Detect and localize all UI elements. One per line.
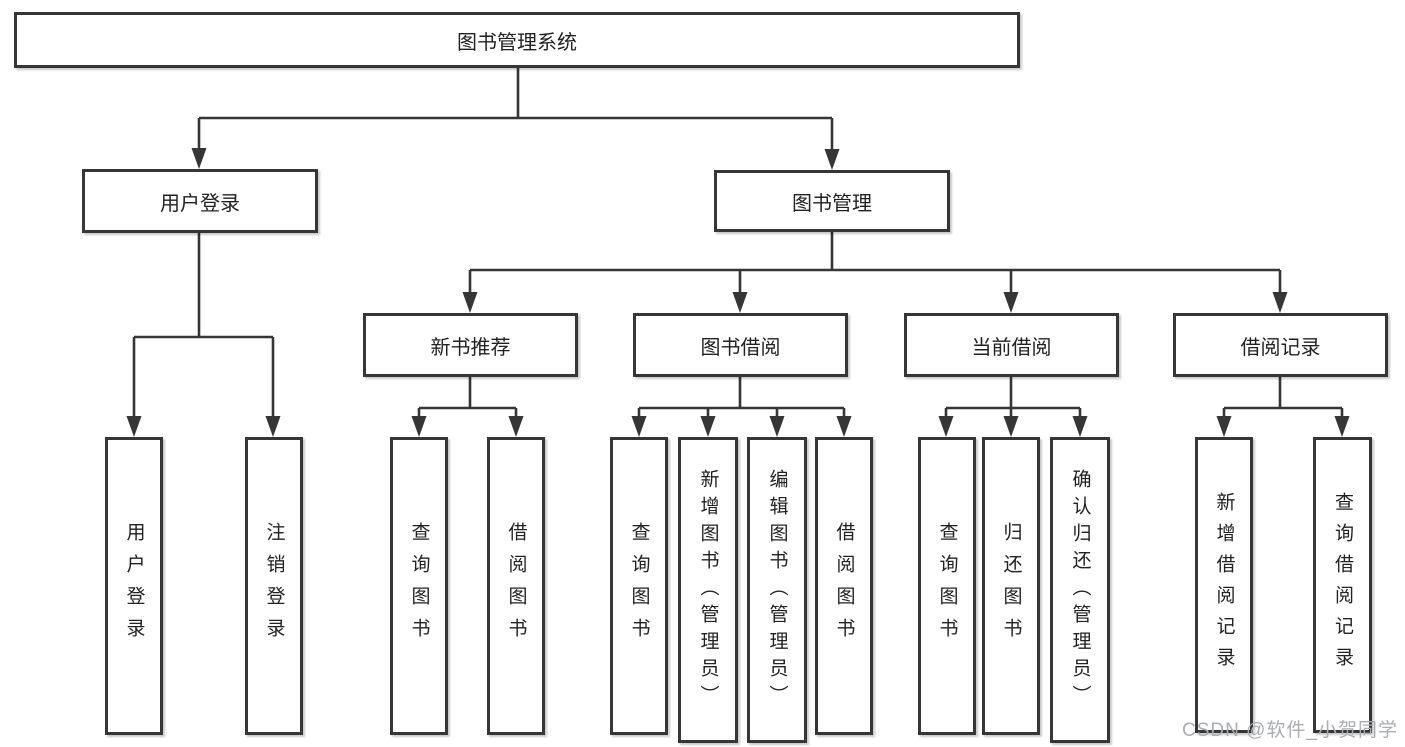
arrowhead-icon [836,416,852,437]
leaf-label: 归还图书 [1000,522,1022,650]
arrowhead-icon [1072,416,1088,437]
arrowhead-icon [631,416,647,437]
node-book-management-system: 图书管理系统 [14,12,1020,68]
leaf-label: 借阅图书 [505,522,527,650]
node-label: 新书推荐 [430,336,511,359]
node-label: 用户登录 [160,192,240,215]
leaf-add-book-admin: 新增图书（管理员） [678,437,738,743]
leaf-label: 编辑图书（管理员） [766,468,788,712]
connector-path [132,68,1344,418]
arrowhead-icon [508,416,524,437]
leaf-label: 查询借阅记录 [1332,492,1353,678]
leaf-borrow-books-2: 借阅图书 [815,437,873,735]
arrowhead-icon [1003,292,1019,313]
leaf-label: 新增图书（管理员） [697,468,719,712]
arrowhead-icon [732,292,748,313]
arrowhead-icon [411,416,427,437]
arrowhead-icon [1334,416,1350,437]
leaf-label: 用户登录 [123,522,145,650]
arrowhead-icon [769,416,785,437]
node-new-book-recommend: 新书推荐 [363,313,578,377]
leaf-logout: 注销登录 [245,437,303,735]
arrowhead-icon [191,148,207,169]
leaf-label: 新增借阅记录 [1213,492,1235,678]
node-borrow-records: 借阅记录 [1173,313,1388,377]
leaf-label: 查询图书 [408,522,430,650]
node-label: 图书管理系统 [457,31,577,54]
node-current-borrowing: 当前借阅 [904,313,1119,377]
leaf-query-books-1: 查询图书 [390,437,448,735]
leaf-label: 借阅图书 [833,522,855,650]
arrowhead-icon [1216,416,1232,437]
node-user-login: 用户登录 [82,169,318,233]
leaf-query-books-2: 查询图书 [610,437,668,735]
leaf-query-borrow-record: 查询借阅记录 [1313,437,1372,733]
leaf-label: 查询图书 [628,522,650,650]
arrowhead-icon [1003,416,1019,437]
arrowhead-icon [462,292,478,313]
node-book-borrowing: 图书借阅 [633,313,848,377]
arrowhead-icon [1272,292,1288,313]
csdn-watermark: CSDN @软件_小贺同学 [1182,720,1398,741]
arrowhead-icon [126,416,142,437]
leaf-user-login: 用户登录 [105,437,163,735]
leaf-query-books-3: 查询图书 [918,437,976,735]
node-label: 借阅记录 [1240,336,1321,359]
leaf-add-borrow-record: 新增借阅记录 [1195,437,1253,733]
leaf-label: 查询图书 [936,522,958,650]
leaf-borrow-books-1: 借阅图书 [487,437,545,735]
node-label: 图书管理 [792,192,872,215]
leaf-confirm-return-admin: 确认归还（管理员） [1050,437,1110,743]
arrowhead-icon [265,416,281,437]
arrowhead-icon [700,416,716,437]
node-label: 图书借阅 [700,336,781,359]
arrowhead-icon [938,416,954,437]
arrowhead-icon [824,149,840,170]
leaf-return-books: 归还图书 [982,437,1040,735]
leaf-label: 确认归还（管理员） [1069,468,1091,712]
node-label: 当前借阅 [971,336,1052,359]
leaf-label: 注销登录 [263,522,285,650]
leaf-edit-book-admin: 编辑图书（管理员） [747,437,807,743]
arrowheads [126,148,1350,437]
node-book-management: 图书管理 [714,170,950,232]
